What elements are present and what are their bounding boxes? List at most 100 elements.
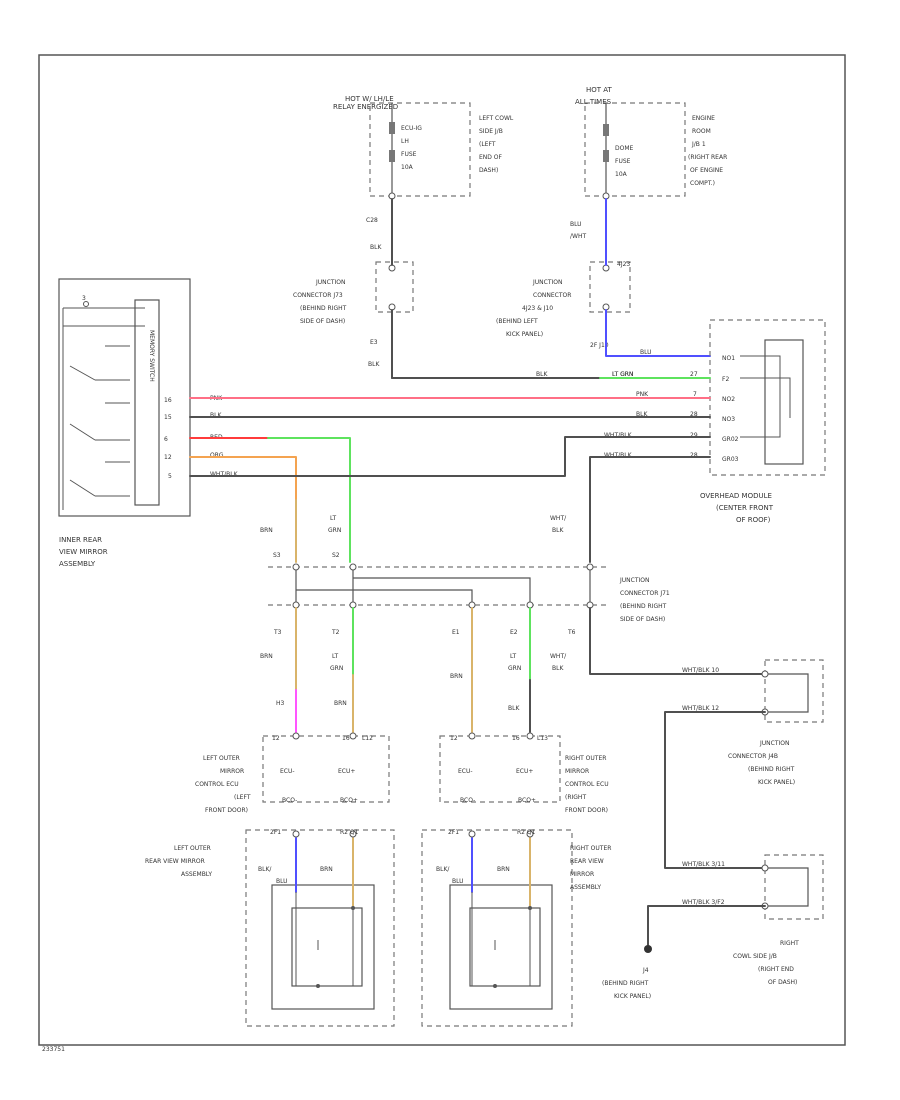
right-mirror-box xyxy=(449,884,553,1010)
overhead-num-28: 28 xyxy=(690,411,698,418)
wire-num-e2: E2 xyxy=(510,629,518,636)
left-ecu-pin-16: 16 xyxy=(342,735,350,742)
left-fuse-name-2: LH xyxy=(401,138,409,145)
wire-num-t3: T3 xyxy=(273,629,282,636)
inner-mirror-label-3: ASSEMBLY xyxy=(59,560,96,568)
j71-label-2: CONNECTOR J71 xyxy=(620,590,670,597)
overhead-num-27: 27 xyxy=(690,371,698,378)
right-ecu-pin-16: 16 xyxy=(512,735,520,742)
j23-label-3: 4J23 & J10 xyxy=(522,305,553,312)
right-cowl-jb: WHT/BLK 3/11 WHT/BLK 3/F2 RIGHT COWL SID… xyxy=(682,854,824,986)
wire-num-h3: H3 xyxy=(276,700,285,707)
left-outer-mirror: 2F1 R2 Q1 BLK/ BLU BRN LEFT OUTER REAR V… xyxy=(145,829,395,1027)
cowl-box xyxy=(764,854,824,920)
right-mirror-wire-label-2: BLU xyxy=(452,878,464,885)
overhead-module: NO1 F2 NO2 NO3 GR02 GR03 BLU LT GRN PNK … xyxy=(604,319,826,524)
right-fuse-name-1: DOME xyxy=(615,145,634,152)
left-ecu-label-3: CONTROL ECU xyxy=(195,781,239,788)
j73-label-1: JUNCTION xyxy=(315,279,345,286)
left-mirror-pin-2f1: 2F1 xyxy=(270,829,281,836)
wire-label-whtblk-a2: BLK xyxy=(552,527,564,534)
left-outer-mirror-ecu: 12 16 L12 ECU- ECU+ BCO- BCO+ LEFT OUTER… xyxy=(195,732,390,814)
j4b-label-3: (BEHIND RIGHT xyxy=(748,766,795,773)
left-ecu-label-4: (LEFT xyxy=(234,794,251,801)
j4b-label-2: CONNECTOR J4B xyxy=(728,753,778,760)
wire-label-brn-a: BRN xyxy=(260,527,273,534)
wire-label-brn-d: BRN xyxy=(450,673,463,680)
cowl-wire-1: WHT/BLK 3/11 xyxy=(682,861,725,868)
left-mirror-wire-label-3: BRN xyxy=(320,866,333,873)
left-fuse-loc-3: (LEFT xyxy=(479,141,496,148)
ground-j4: J4 (BEHIND RIGHT KICK PANEL) xyxy=(602,945,652,1000)
overhead-internal-1 xyxy=(740,377,791,418)
overhead-num-29: 29 xyxy=(690,432,698,439)
wire-label-ltgrn-b2: GRN xyxy=(330,665,343,672)
right-mirror-pin-1 xyxy=(468,830,476,838)
right-ecu-pin-1 xyxy=(468,732,476,740)
cowl-pin-1 xyxy=(761,864,769,872)
right-mirror-wire-label-1: BLK/ xyxy=(436,866,450,873)
right-mirror-junction xyxy=(528,906,532,910)
wire-j4b-to-cowl xyxy=(664,711,766,869)
right-ecu-term-3: BCO- xyxy=(460,797,475,804)
j23-label-5: KICK PANEL) xyxy=(506,331,543,338)
overhead-num-7: 7 xyxy=(693,391,697,398)
right-fuse-element xyxy=(603,124,609,136)
junction-j4b: WHT/BLK 10 WHT/BLK 12 JUNCTION CONNECTOR… xyxy=(682,659,824,786)
inner-mirror-switches xyxy=(69,345,130,497)
ground-label-1: J4 xyxy=(642,967,649,974)
left-ecu-pin-2 xyxy=(349,732,357,740)
overhead-label-1: OVERHEAD MODULE xyxy=(700,492,772,500)
left-fuse-element-2 xyxy=(389,150,395,162)
left-ecu-pin-12: 12 xyxy=(272,735,280,742)
right-fuse-loc-4: (RIGHT REAR xyxy=(688,154,727,161)
j71-bus-1 xyxy=(353,577,531,603)
right-fuse-wire-color-2: /WHT xyxy=(570,233,586,240)
right-fuse-header-1: HOT AT xyxy=(586,86,613,94)
junction-j23: 4J23 2F J10 JUNCTION CONNECTOR 4J23 & J1… xyxy=(496,261,631,349)
left-fuse-name-1: ECU-IG xyxy=(401,125,422,132)
left-mirror-junction xyxy=(351,906,355,910)
junction-j71: JUNCTION CONNECTOR J71 (BEHIND RIGHT SID… xyxy=(268,563,670,623)
wire-label-whtblk-a1: WHT/ xyxy=(550,515,567,522)
left-mirror-label-3: ASSEMBLY xyxy=(181,871,212,878)
right-mirror-wire-label-3: BRN xyxy=(497,866,510,873)
mirror-wire-blk: BLK xyxy=(210,412,222,419)
right-outer-mirror-ecu: 12 16 L13 ECU- ECU+ BCO- BCO+ RIGHT OUTE… xyxy=(439,732,609,814)
right-fuse-header-2: ALL TIMES xyxy=(575,98,612,106)
overhead-wire-whtblk-2: WHT/BLK xyxy=(604,452,633,459)
overhead-num-28b: 28 xyxy=(690,452,698,459)
right-mirror-label-3: MIRROR xyxy=(570,871,594,878)
left-fuse-loc-4: END OF xyxy=(479,154,503,161)
j71-label-1: JUNCTION xyxy=(619,577,649,584)
diagram-frame xyxy=(38,54,846,1046)
right-mirror-pin-2f1: 2F1 xyxy=(448,829,459,836)
j71-pin-1 xyxy=(292,563,300,571)
left-ecu-term-1: ECU- xyxy=(280,768,295,775)
left-mirror-pin-2 xyxy=(349,830,357,838)
j4b-label-1: JUNCTION xyxy=(759,740,789,747)
j4b-label-4: KICK PANEL) xyxy=(758,779,795,786)
left-ecu-box xyxy=(262,735,390,803)
mirror-wire-org: ORG xyxy=(210,452,224,459)
overhead-pin-gr02: GR02 xyxy=(722,436,739,443)
left-fuse-name-3: FUSE xyxy=(401,151,417,158)
inner-mirror-top-pin-dot xyxy=(83,301,89,307)
right-ecu-label-3: CONTROL ECU xyxy=(565,781,609,788)
inner-mirror-assembly: 3 MEMORY SWITCH INNER REAR VIEW MIRROR A… xyxy=(58,278,239,568)
mirror-pin-5: 5 xyxy=(168,473,172,480)
right-mirror-label-2: REAR VIEW xyxy=(570,858,604,865)
left-ecu-term-4: BCO+ xyxy=(340,797,358,804)
j71-pin-3 xyxy=(586,563,594,571)
right-ecu-pin-12: 12 xyxy=(450,735,458,742)
right-ecu-pin-2 xyxy=(526,732,534,740)
right-fuse-loc-3: J/B 1 xyxy=(691,141,706,148)
right-mirror-label-1: RIGHT OUTER xyxy=(570,845,611,852)
ground-label-3: KICK PANEL) xyxy=(614,993,651,1000)
right-ecu-term-2: ECU+ xyxy=(516,768,533,775)
wire-whtblk-to-j4b xyxy=(589,607,766,675)
left-mirror-label-2: REAR VIEW MIRROR xyxy=(145,858,205,865)
overhead-inner xyxy=(764,339,804,465)
left-ecu-label-2: MIRROR xyxy=(220,768,244,775)
right-fuse-amp: 10A xyxy=(615,171,628,178)
